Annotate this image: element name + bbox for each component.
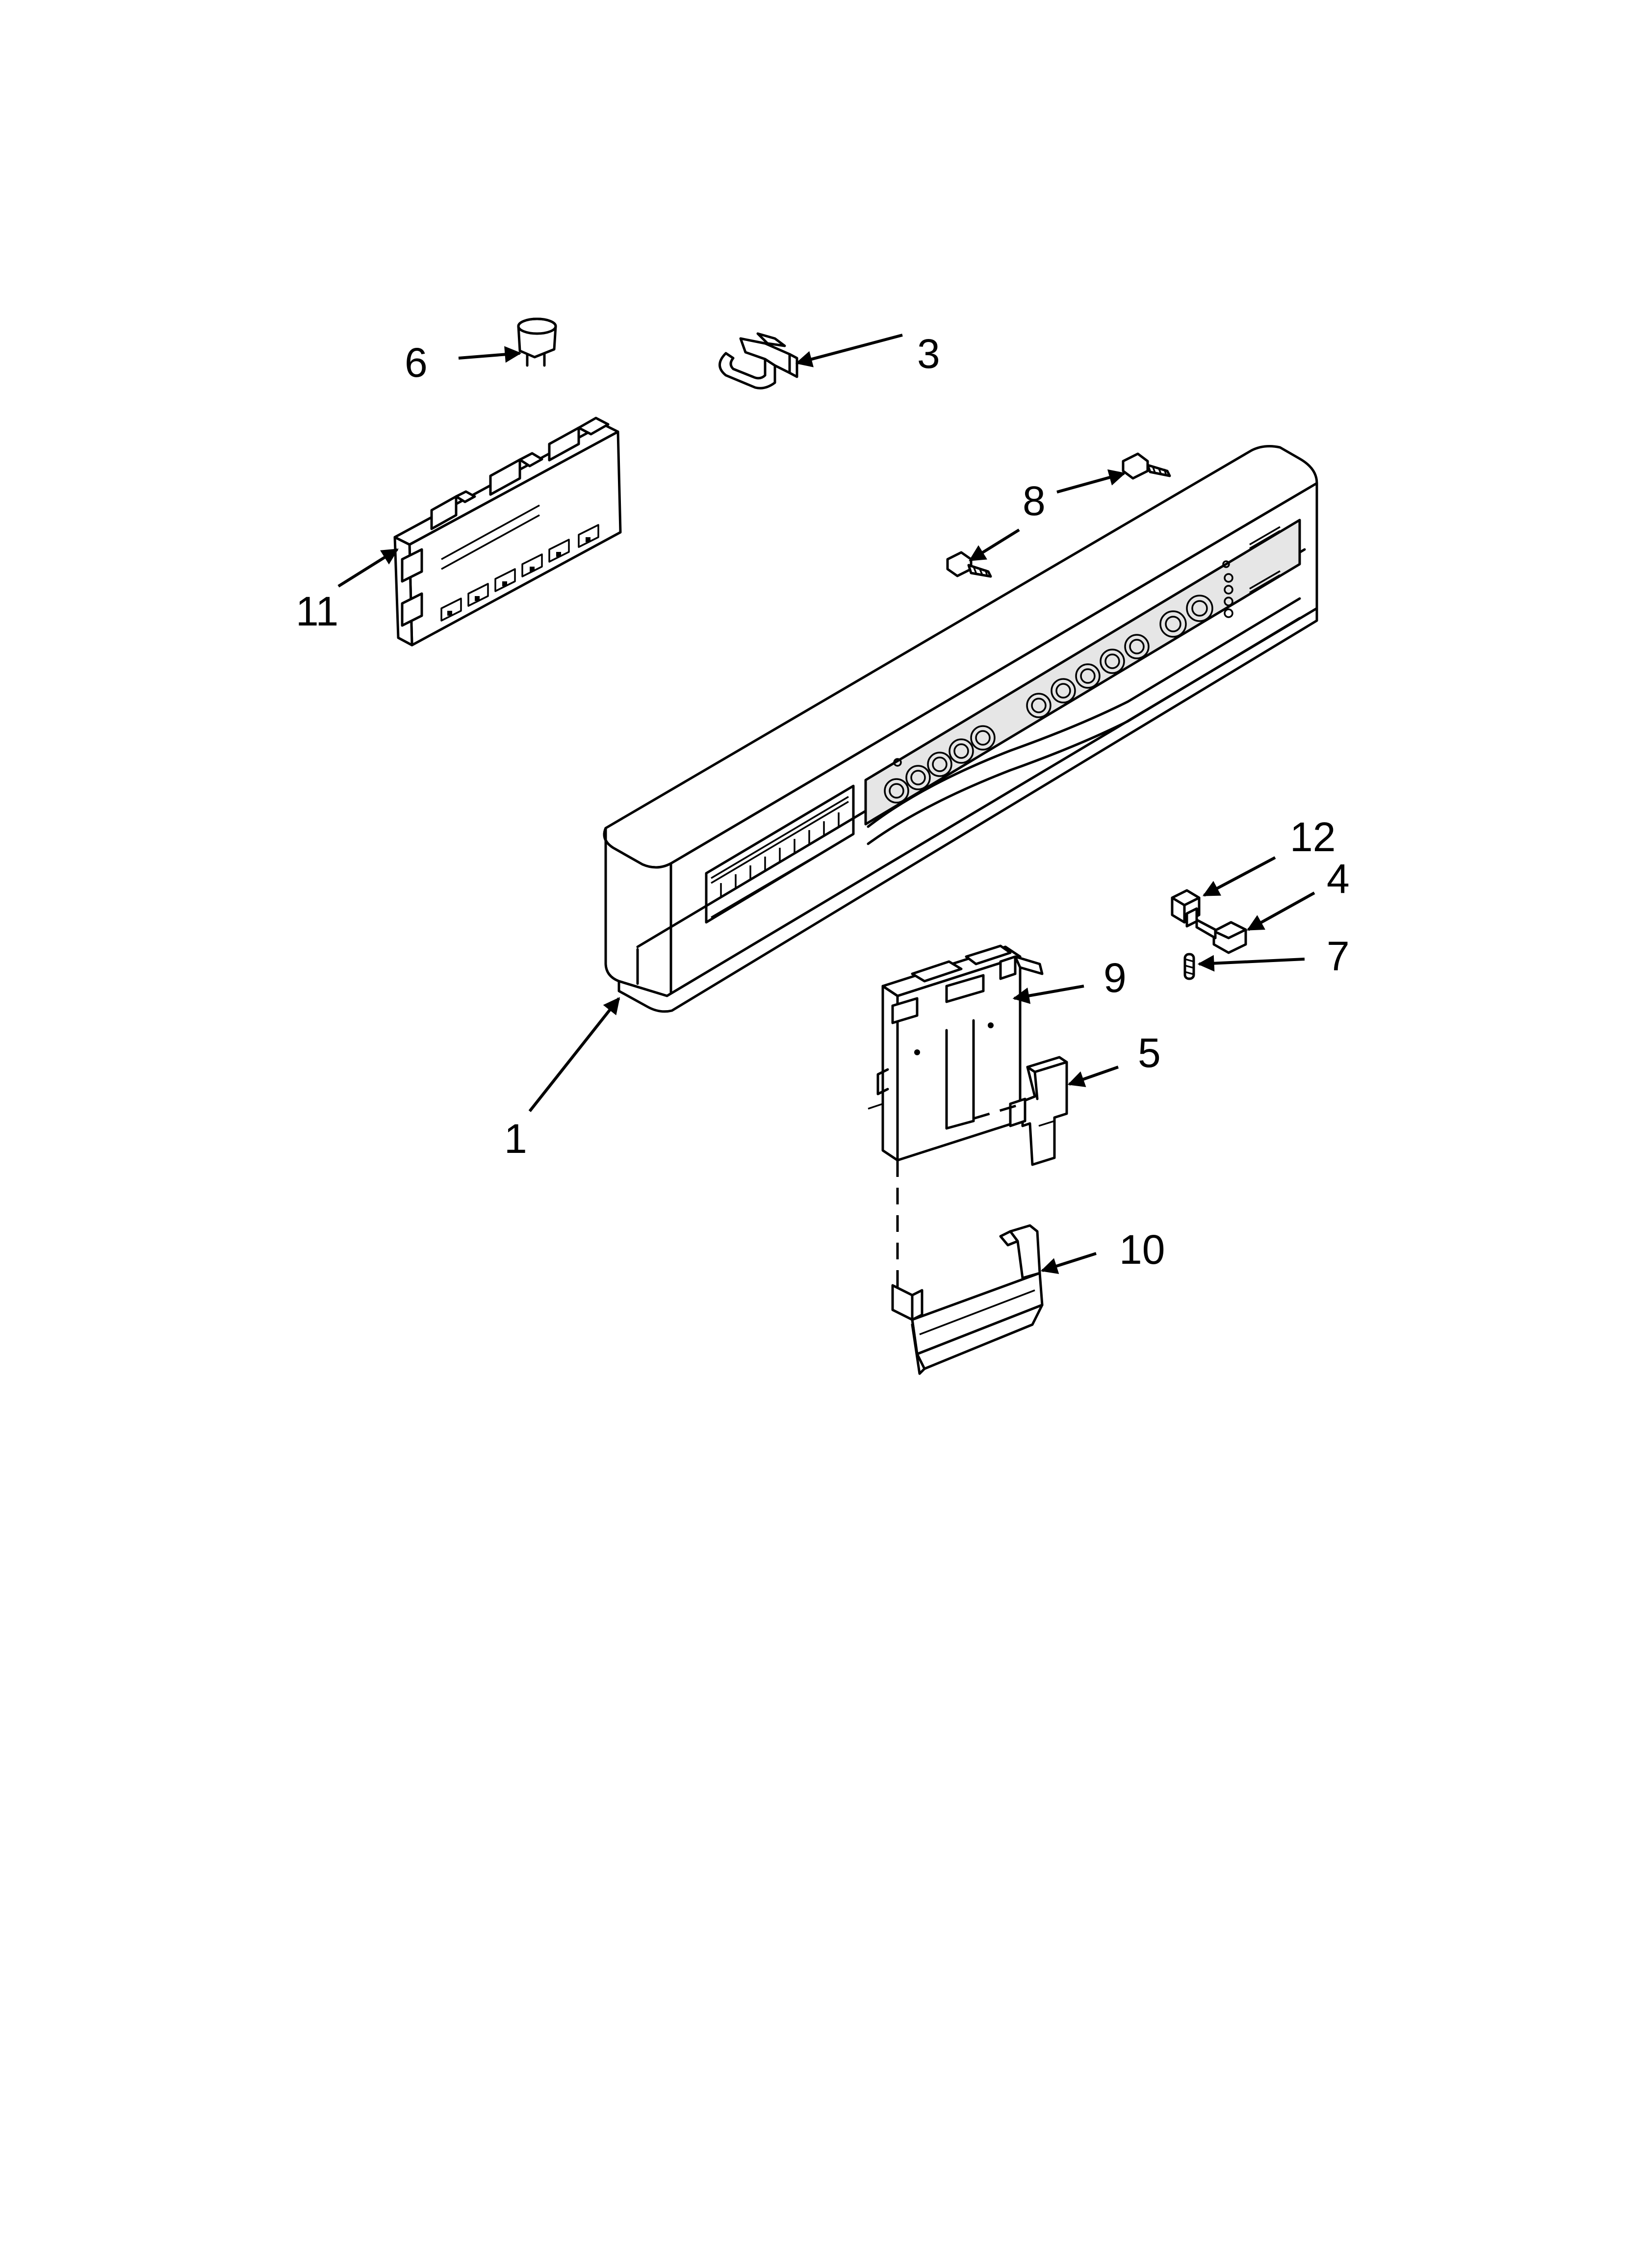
callout-4: 4	[1327, 856, 1350, 902]
control-board	[393, 417, 622, 647]
clip	[718, 332, 798, 390]
callout-arrow-8a	[1056, 469, 1126, 494]
console-panel	[603, 445, 1318, 1013]
callout-9: 9	[1103, 955, 1127, 1001]
callout-arrow-1	[528, 997, 620, 1112]
callout-arrow-3	[795, 334, 903, 367]
screw-lower	[946, 551, 992, 578]
callout-8: 8	[1023, 478, 1046, 524]
callout-arrow-9	[1012, 985, 1084, 1004]
small-clip	[1171, 889, 1201, 928]
screw-small	[1195, 918, 1247, 954]
callout-3: 3	[917, 331, 940, 377]
callout-6: 6	[405, 339, 428, 386]
button-cap	[517, 317, 557, 367]
callout-11: 11	[296, 588, 338, 634]
callout-arrow-4	[1247, 891, 1315, 931]
callout-arrows	[337, 334, 1315, 1274]
bottom-bracket	[891, 1224, 1044, 1375]
callout-arrow-12	[1202, 856, 1276, 897]
clip-bracket	[1009, 1056, 1068, 1166]
callout-arrow-5	[1067, 1066, 1119, 1087]
alignment-line	[973, 1102, 1023, 1120]
bracket	[868, 944, 1044, 1162]
screw-upper	[1122, 452, 1171, 480]
callout-arrow-10	[1040, 1252, 1097, 1274]
spring	[1183, 953, 1195, 980]
callout-arrow-6	[458, 346, 522, 363]
callout-7: 7	[1327, 933, 1350, 979]
callout-arrow-7	[1197, 955, 1305, 972]
callout-arrow-11	[337, 548, 399, 588]
callout-5: 5	[1138, 1030, 1161, 1076]
callout-12: 12	[1290, 814, 1335, 860]
callout-arrow-8b	[969, 528, 1020, 562]
callout-labels: 1 3 4 5 6 7 8 9 10 11 12	[296, 331, 1350, 1273]
callout-10: 10	[1119, 1226, 1165, 1273]
callout-1: 1	[504, 1116, 527, 1162]
